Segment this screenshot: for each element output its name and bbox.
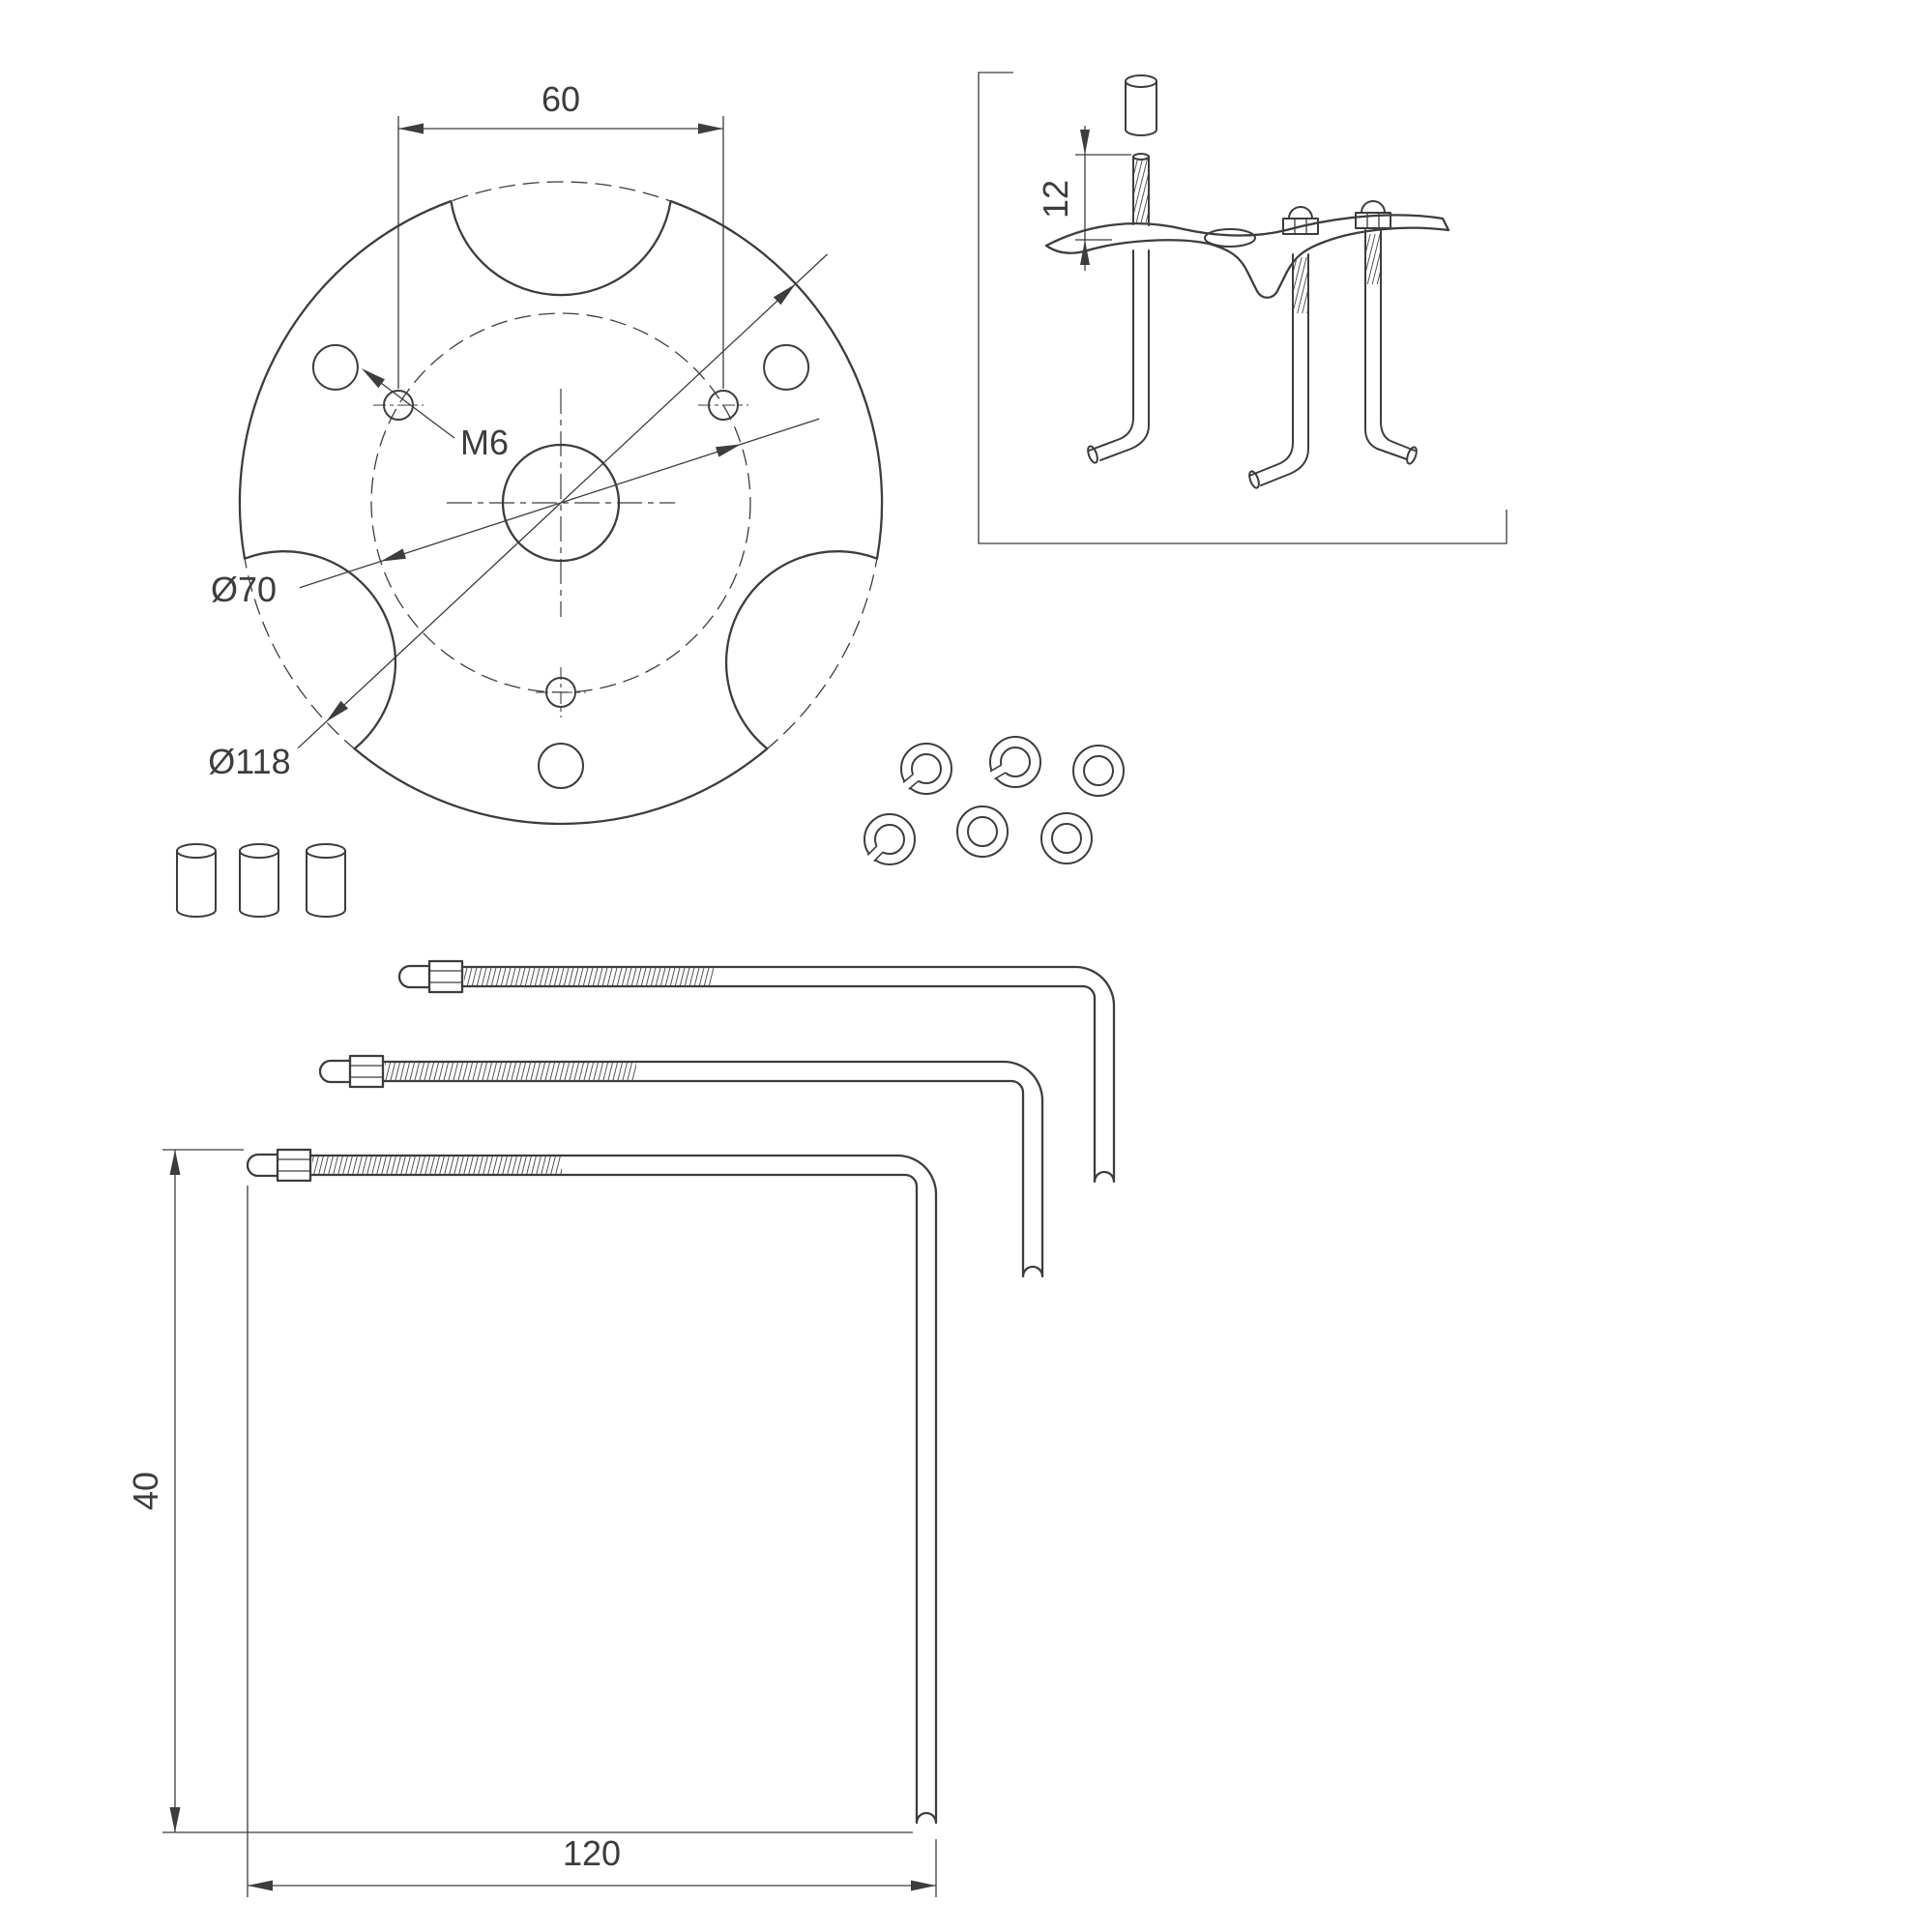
anchor-bolt-2 bbox=[318, 1054, 1044, 1278]
dim-arrow bbox=[1080, 240, 1090, 265]
clearance-hole-left bbox=[311, 343, 359, 391]
dia70-dimension: Ø70 bbox=[211, 418, 820, 609]
dim-12-label: 12 bbox=[1036, 180, 1075, 219]
iso-stud bbox=[1132, 153, 1150, 226]
leader-arrow bbox=[362, 368, 385, 389]
dim-arrow bbox=[698, 123, 723, 134]
clearance-hole-bottom bbox=[538, 743, 584, 789]
dim-arrow bbox=[716, 444, 742, 457]
dim-arrow bbox=[1080, 130, 1090, 155]
dimension-40: 40 bbox=[126, 1149, 913, 1833]
dim-arrow bbox=[773, 283, 796, 306]
dia118-label: Ø118 bbox=[208, 742, 290, 781]
iso-leg-right bbox=[1364, 229, 1418, 465]
dimension-60: 60 bbox=[397, 79, 724, 389]
spring-washer bbox=[987, 736, 1041, 788]
clearance-hole-right bbox=[763, 343, 810, 391]
spring-washer bbox=[864, 813, 916, 864]
detail-view: 12 bbox=[978, 72, 1508, 544]
iso-leg-left bbox=[1087, 249, 1150, 464]
spacer-cylinder bbox=[176, 843, 217, 918]
dim-120-label: 120 bbox=[563, 1833, 621, 1873]
iso-leg-middle bbox=[1248, 253, 1309, 489]
mounting-plate-outline bbox=[238, 199, 884, 826]
washers bbox=[864, 736, 1125, 864]
dim-arrow bbox=[248, 1880, 273, 1891]
dimension-12: 12 bbox=[1036, 126, 1131, 271]
flat-washer bbox=[956, 805, 1009, 858]
dim-arrow bbox=[326, 700, 348, 722]
dia118-dimension: Ø118 bbox=[208, 253, 829, 781]
dim-arrow bbox=[398, 123, 424, 134]
iso-spacer bbox=[1125, 74, 1157, 136]
m6-leader: M6 bbox=[362, 368, 509, 462]
flat-washer bbox=[1072, 745, 1125, 797]
dim-arrow bbox=[169, 1807, 181, 1832]
plan-view: 60 Ø70 Ø118 M6 bbox=[208, 79, 884, 826]
iso-bolt-head-b bbox=[1355, 200, 1391, 229]
dim-arrow bbox=[380, 548, 406, 562]
dimension-120: 120 bbox=[247, 1186, 937, 1897]
flat-washer bbox=[1040, 812, 1093, 864]
spacer-cylinder bbox=[239, 843, 279, 918]
dim-arrow bbox=[911, 1880, 936, 1891]
anchor-bolts: 40 120 bbox=[126, 959, 1116, 1897]
anchor-bolt-1 bbox=[397, 959, 1116, 1184]
iso-center-hole bbox=[1204, 228, 1256, 248]
iso-plate bbox=[1044, 214, 1450, 299]
iso-bolt-head-a bbox=[1282, 206, 1319, 235]
m6-label: M6 bbox=[460, 423, 509, 462]
dim-60-label: 60 bbox=[542, 79, 580, 119]
dia70-label: Ø70 bbox=[211, 570, 277, 609]
spacer-cylinder bbox=[306, 843, 346, 918]
spring-washer bbox=[900, 743, 952, 794]
view-border bbox=[978, 72, 1508, 544]
spacers bbox=[176, 843, 346, 918]
dim-40-label: 40 bbox=[126, 1472, 165, 1510]
dim-arrow bbox=[169, 1150, 181, 1175]
anchor-bolt-3 bbox=[246, 1148, 938, 1825]
